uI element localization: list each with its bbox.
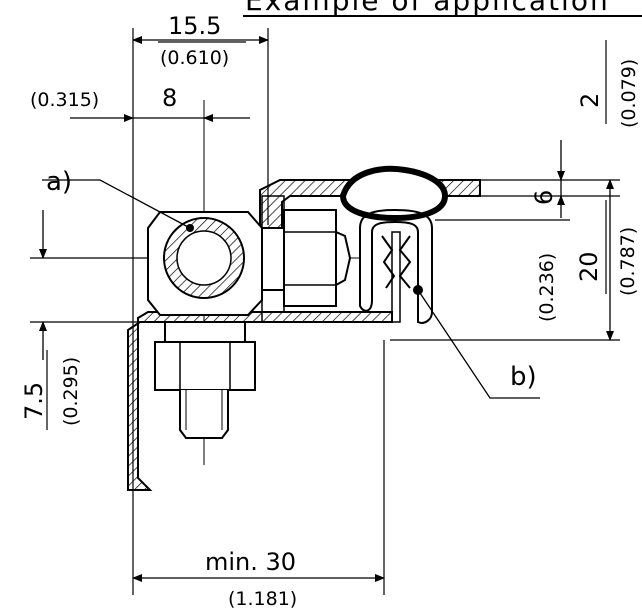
dim-seal-height-inch: (0.236): [536, 253, 558, 322]
dim-bolt-offset-value: 8: [162, 84, 177, 112]
dim-total-height-value: 20: [575, 251, 603, 282]
callout-a: a): [46, 167, 72, 197]
dim-top-width-inch: (0.610): [160, 47, 229, 69]
dim-top-width-value: 15.5: [168, 12, 221, 40]
dim-seal-height-value: 6: [530, 190, 558, 205]
edge-clip: [359, 208, 433, 324]
callout-b: b): [510, 362, 537, 392]
vertical-bracket: [127, 311, 393, 491]
dim-min-width-inch: (1.181): [228, 588, 297, 610]
dimension-lines: [39, 36, 614, 582]
dim-side-height-inch: (0.295): [60, 357, 82, 426]
seal-bulb: [339, 165, 449, 222]
dim-total-height-inch: (0.787): [617, 227, 639, 296]
dim-bolt-offset-inch: (0.315): [30, 89, 99, 111]
dim-side-height-value: 7.5: [20, 382, 48, 420]
dim-top-gap-value: 2: [576, 93, 604, 108]
inner-panel: [261, 195, 401, 323]
diagram-title: Example of application: [245, 0, 610, 17]
horizontal-screw: [261, 209, 352, 307]
dim-min-width-value: min. 30: [205, 548, 296, 576]
vertical-bolt: [154, 321, 256, 439]
dim-top-gap-inch: (0.079): [618, 59, 640, 128]
cage-nut: [147, 211, 263, 316]
leader-lines: [42, 179, 540, 399]
